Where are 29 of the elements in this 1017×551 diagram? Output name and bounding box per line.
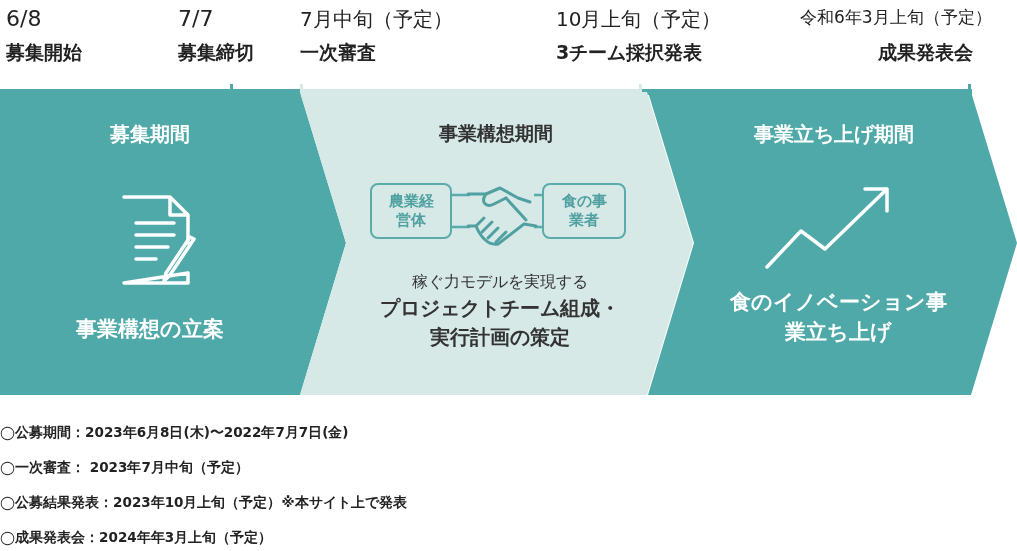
- milestone-date: 6/8: [6, 6, 42, 31]
- milestone-date: 10月上旬（予定）: [556, 6, 722, 33]
- note-text: ◯一次審査： 2023年7月中旬（予定）: [0, 459, 249, 477]
- phase-title: 事業構想期間: [438, 121, 554, 146]
- phase-title: 事業立ち上げ期間: [753, 121, 915, 148]
- connector-line: [532, 193, 544, 229]
- phase-description: 事業構想の立案: [75, 316, 225, 343]
- phase-chevron: [0, 92, 346, 395]
- milestone-label: 募集開始: [6, 40, 82, 65]
- actor-label: 農業経営体: [387, 191, 435, 231]
- milestone-date: 令和6年3月上旬（予定）: [800, 6, 992, 29]
- phase-description: プロジェクトチーム組成・実行計画の策定: [379, 295, 621, 351]
- actor-box: [542, 183, 626, 239]
- phase-description: 稼ぐ力モデルを実現する: [411, 271, 589, 293]
- milestone-date: 7/7: [178, 6, 214, 31]
- phase-description: 食のイノベーション事業立ち上げ: [728, 289, 948, 347]
- actor-box: [370, 183, 452, 239]
- actor-label: 食の事業者: [560, 191, 608, 231]
- milestone-date: 7月中旬（予定）: [300, 6, 453, 33]
- milestone-label: 成果発表会: [878, 40, 973, 65]
- milestone-label: 3チーム採択発表: [556, 40, 703, 65]
- phase-title: 募集期間: [109, 121, 191, 148]
- milestone-label: 一次審査: [300, 40, 376, 65]
- milestone-label: 募集締切: [178, 40, 254, 65]
- phase-chevron: [648, 92, 1017, 395]
- phase-chevron: [300, 92, 693, 395]
- note-text: ◯成果発表会：2024年年3月上旬（予定）: [0, 529, 273, 547]
- note-text: ◯公募期間：2023年6月8日(木)〜2022年7月7日(金): [0, 424, 349, 442]
- note-text: ◯公募結果発表：2023年10月上旬（予定）※本サイト上で発表: [0, 494, 407, 512]
